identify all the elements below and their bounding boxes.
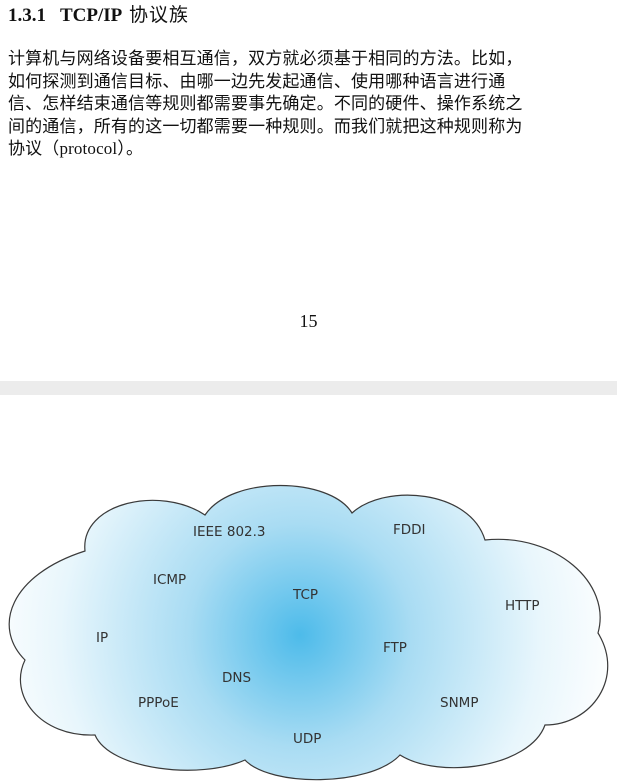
paragraph-line: 间的通信，所有的这一切都需要一种规则。而我们就把这种规则称为 bbox=[8, 116, 523, 136]
paragraph-line: 计算机与网络设备要相互通信，双方就必须基于相同的方法。比如， bbox=[8, 49, 523, 68]
protocol-label-fddi: FDDI bbox=[393, 522, 426, 538]
body-paragraph: 计算机与网络设备要相互通信，双方就必须基于相同的方法。比如， 如何探测到通信目标… bbox=[8, 48, 610, 161]
protocol-label-ip: IP bbox=[96, 630, 108, 646]
protocol-label-snmp: SNMP bbox=[440, 695, 478, 711]
protocol-label-pppoe: PPPoE bbox=[138, 695, 179, 711]
protocol-label-udp: UDP bbox=[293, 731, 321, 747]
paragraph-line: 协议（protocol）。 bbox=[8, 139, 144, 158]
paragraph-line: 信、怎样结束通信等规则都需要事先确定。不同的硬件、操作系统之 bbox=[8, 94, 523, 113]
protocol-label-http: HTTP bbox=[505, 598, 540, 614]
section-title-en: TCP/IP bbox=[60, 5, 123, 26]
page-number: 15 bbox=[299, 311, 318, 331]
page-top: 1.3.1 TCP/IP 协议族 计算机与网络设备要相互通信，双方就必须基于相同的… bbox=[0, 0, 617, 380]
paragraph-line: 如何探测到通信目标、由哪一边先发起通信、使用哪种语言进行通 bbox=[8, 71, 506, 91]
page-bottom: IEEE 802.3 FDDI ICMP TCP HTTP IP FTP DNS… bbox=[0, 395, 617, 783]
section-title-zh: 协议族 bbox=[129, 5, 190, 26]
section-number: 1.3.1 bbox=[8, 5, 46, 26]
protocol-label-ieee: IEEE 802.3 bbox=[193, 524, 266, 540]
section-heading: 1.3.1 TCP/IP 协议族 bbox=[8, 3, 189, 29]
protocol-label-dns: DNS bbox=[222, 670, 251, 686]
protocol-cloud-figure: IEEE 802.3 FDDI ICMP TCP HTTP IP FTP DNS… bbox=[8, 484, 609, 781]
protocol-label-icmp: ICMP bbox=[153, 572, 186, 588]
protocol-label-tcp: TCP bbox=[292, 587, 318, 603]
protocol-label-ftp: FTP bbox=[383, 640, 407, 656]
page-separator bbox=[0, 381, 617, 395]
cloud-shape bbox=[8, 484, 609, 781]
